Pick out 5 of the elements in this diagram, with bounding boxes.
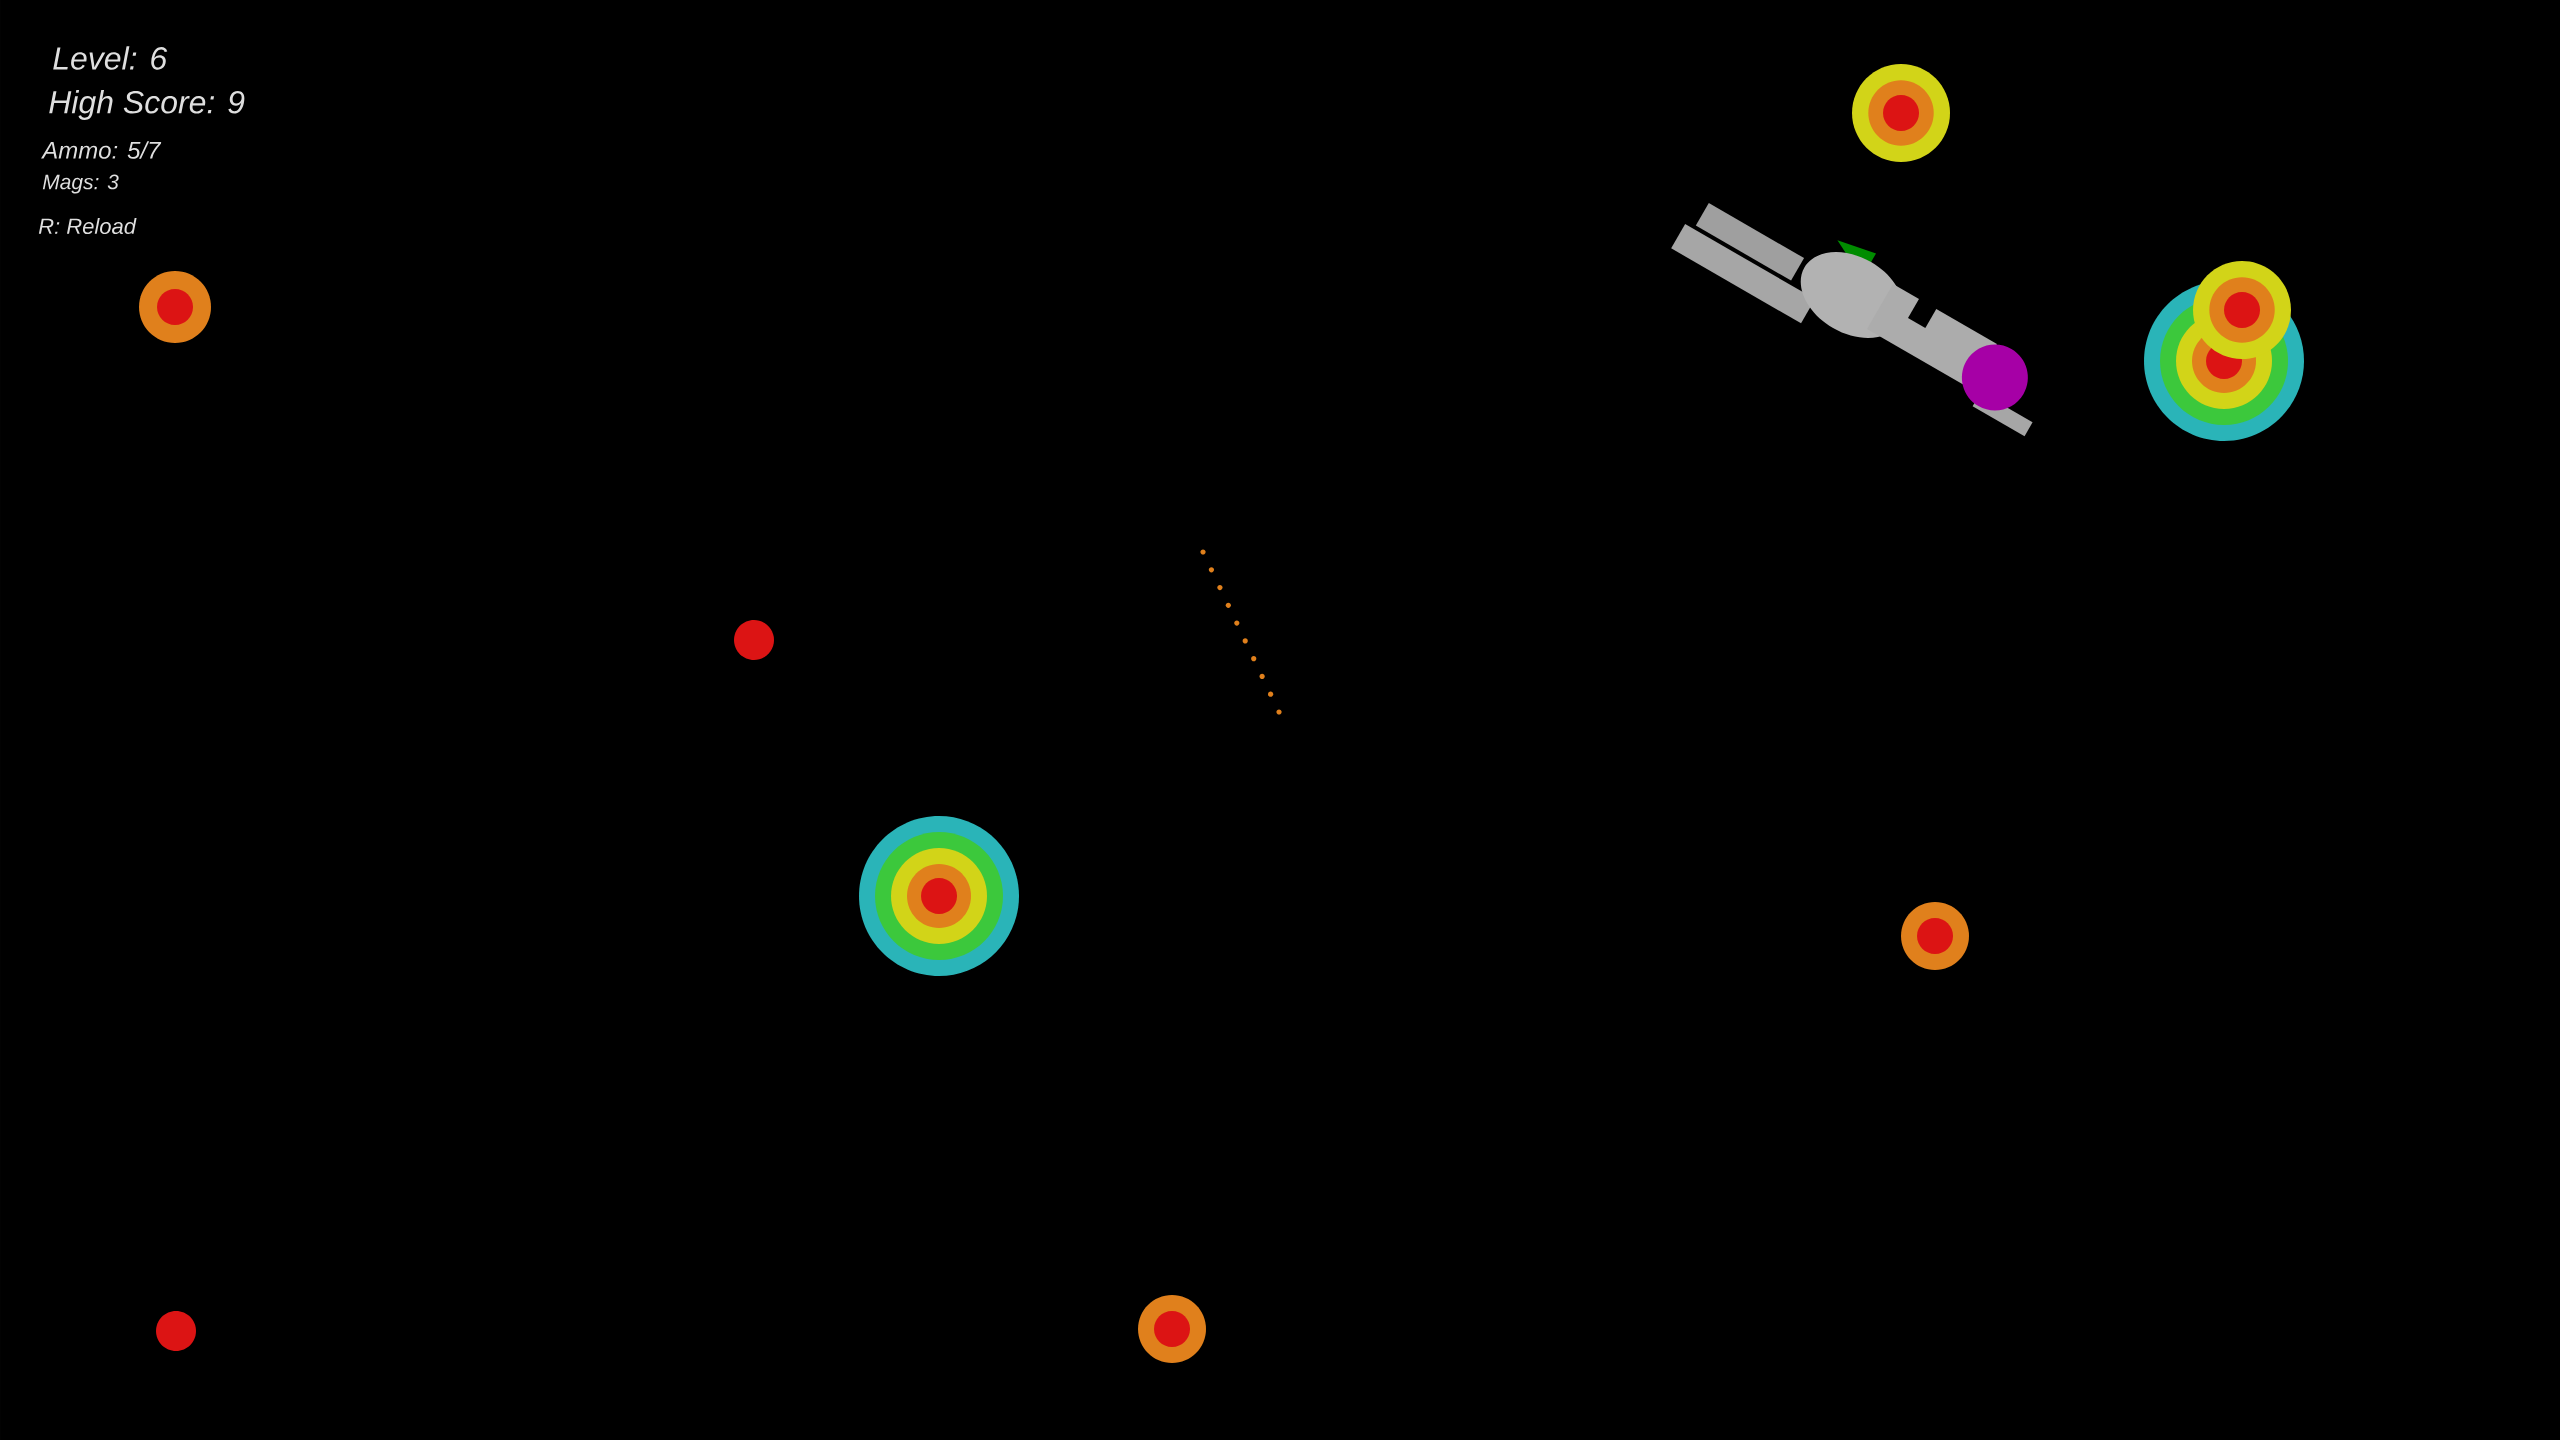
hud-text: R: Reload bbox=[38, 217, 137, 235]
hud-text: Level: 6 bbox=[53, 46, 168, 70]
hud-text: Mags: 3 bbox=[42, 174, 119, 194]
hud-text: Ammo: 5/7 bbox=[41, 141, 162, 159]
hud-text: High Score: 9 bbox=[49, 90, 245, 120]
